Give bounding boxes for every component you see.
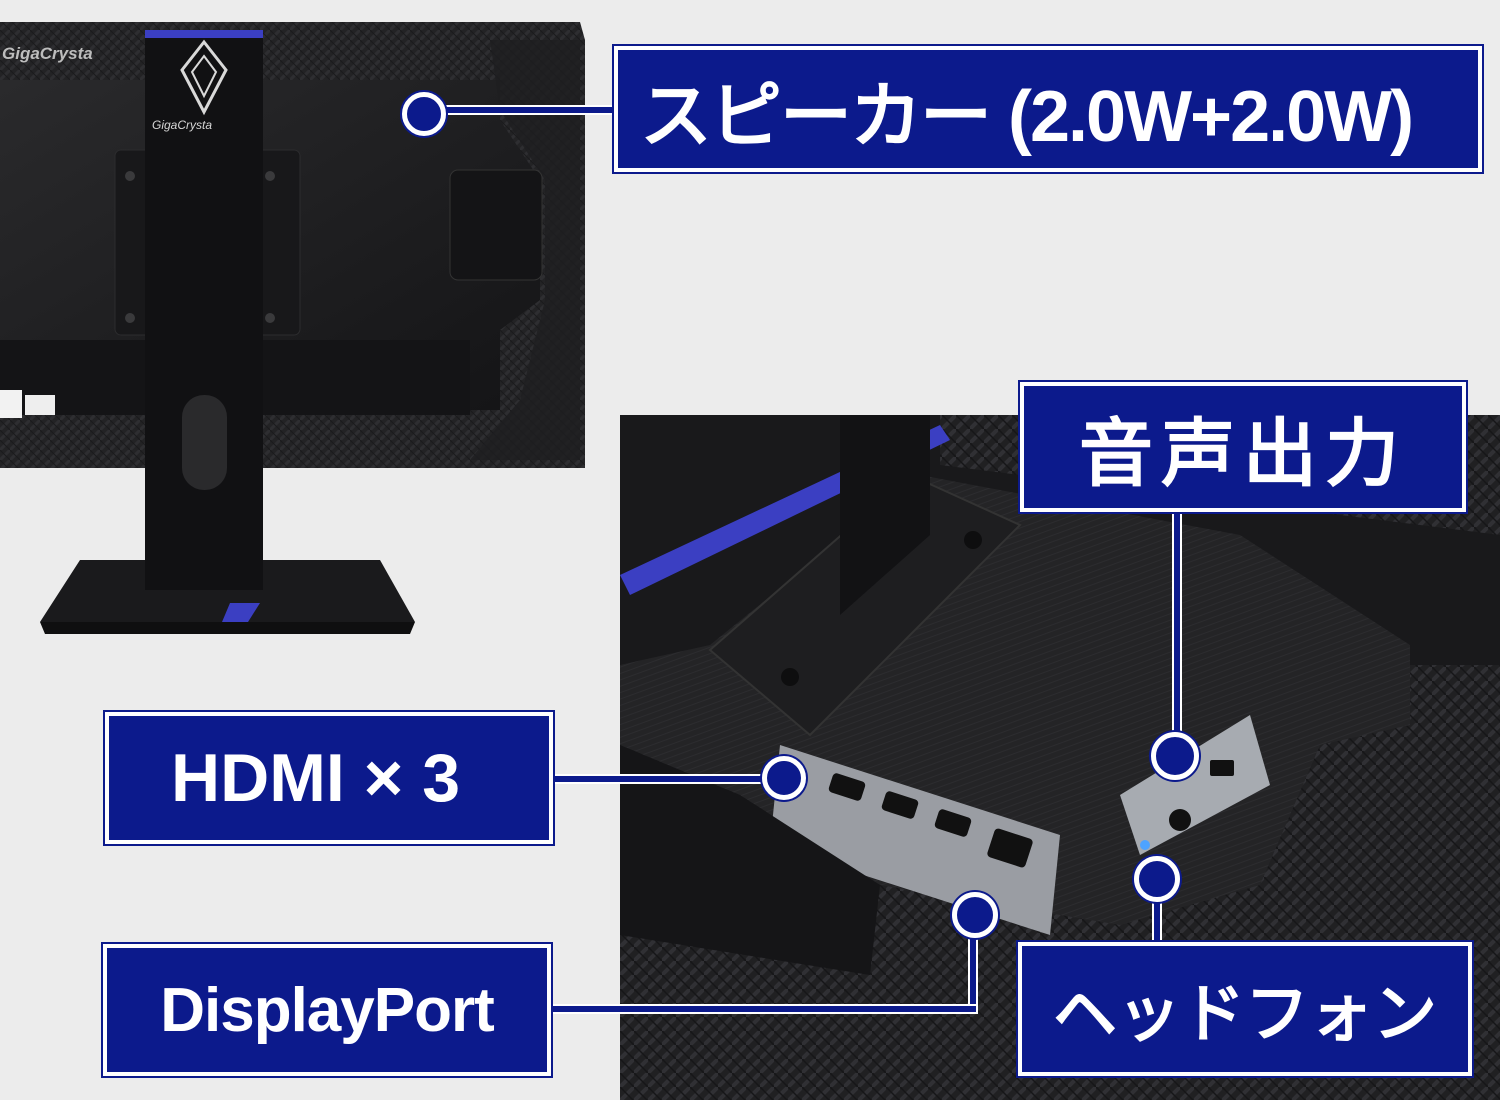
monitor-back-photo: [0, 22, 585, 634]
speaker-label: スピーカー (2.0W+2.0W): [614, 46, 1482, 172]
displayport-callout-dot: [952, 892, 998, 938]
hdmi-callout-dot: [762, 756, 806, 800]
audio-out-callout-dot: [1151, 732, 1199, 780]
hdmi-connector-line: [552, 774, 788, 784]
headphone-label: ヘッドフォン: [1018, 942, 1472, 1076]
hdmi-label: HDMI × 3: [105, 712, 553, 844]
displayport-label: DisplayPort: [103, 944, 551, 1076]
headphone-label-text: ヘッドフォン: [1053, 978, 1437, 1050]
speaker-callout-dot: [402, 92, 446, 136]
brand-logo: GigaCrysta: [2, 44, 93, 63]
audio-out-connector-line: [1172, 510, 1182, 750]
audio-out-label-text: 音声出力: [1079, 411, 1407, 495]
displayport-connector-horizontal: [550, 1004, 978, 1014]
audio-out-label: 音声出力: [1020, 382, 1466, 512]
speaker-label-text: スピーカー (2.0W+2.0W): [640, 76, 1414, 157]
displayport-label-text: DisplayPort: [160, 975, 495, 1045]
stand-logo: GigaCrysta: [152, 118, 213, 132]
ports-closeup-photo: [620, 415, 1500, 1100]
speaker-connector-line: [436, 105, 618, 115]
hdmi-label-text: HDMI × 3: [171, 740, 461, 816]
headphone-callout-dot: [1134, 856, 1180, 902]
